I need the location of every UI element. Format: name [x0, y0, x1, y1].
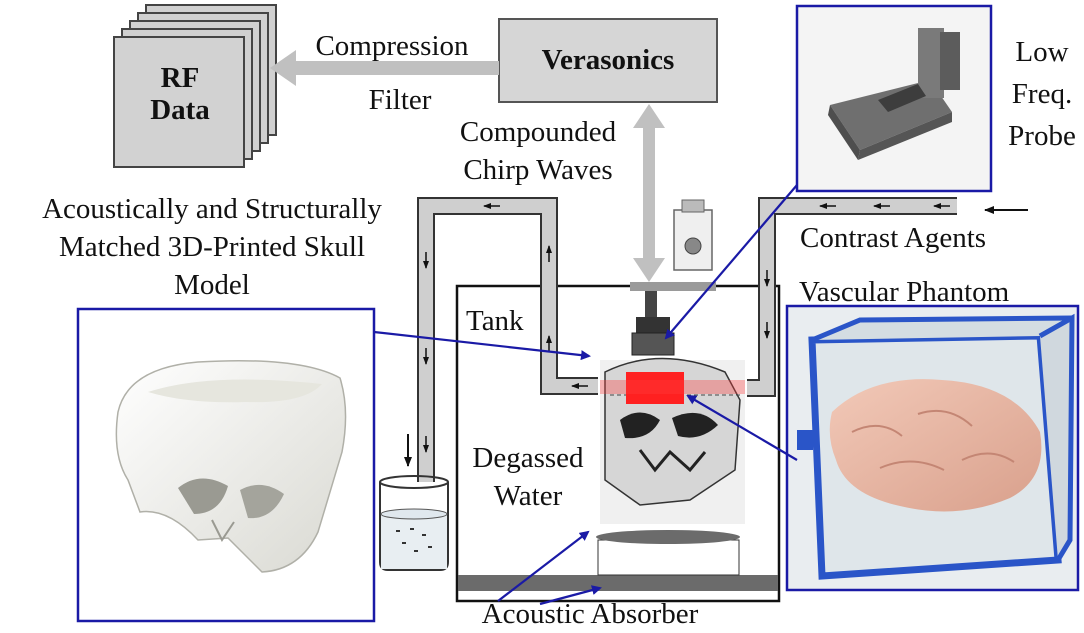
vascular-label: Vascular Phantom — [799, 276, 1010, 308]
skull-photo — [76, 307, 376, 623]
contrast-label: Contrast Agents — [800, 222, 987, 254]
probe-photo — [795, 4, 993, 193]
skull-line3: Model — [174, 269, 250, 301]
chirp-line2: Chirp Waves — [463, 154, 613, 186]
probe-line1: Low — [1015, 36, 1069, 68]
skull-label: Acoustically and Structurally Matched 3D… — [0, 193, 424, 307]
compression-arrow — [270, 50, 499, 86]
skull-line2: Matched 3D-Printed Skull — [58, 231, 366, 263]
tubing — [417, 197, 957, 490]
acoustic-absorber-bottom — [458, 575, 778, 591]
rf-data-label: RF Data — [140, 62, 220, 126]
water-line1: Degassed — [472, 442, 584, 474]
water-line2: Water — [493, 480, 563, 512]
rf-data-stack — [113, 4, 277, 168]
pointer-arrows — [373, 184, 798, 606]
probe-label: Low Freq. Probe — [1000, 36, 1084, 162]
chirp-line1: Compounded — [459, 116, 617, 148]
probe-line2: Freq. — [1011, 78, 1073, 110]
water-label: Degassed Water — [458, 442, 598, 518]
tank-outline — [455, 284, 781, 603]
chirp-wave-arrow — [633, 104, 665, 282]
rf-data-line2: Data — [150, 94, 210, 126]
compression-line2: Filter — [368, 84, 432, 116]
flow-arrows — [423, 203, 950, 453]
tank-label: Tank — [466, 305, 524, 337]
vascular-phantom-photo — [785, 304, 1080, 592]
verasonics-label: Verasonics — [541, 44, 675, 76]
acoustic-absorber-disc — [596, 530, 740, 544]
vessel-channel-highlight — [600, 380, 745, 394]
probe-mount — [630, 199, 716, 356]
skull-line1: Acoustically and Structurally — [42, 193, 382, 225]
beaker — [379, 475, 449, 571]
absorber-pedestal — [597, 539, 740, 576]
verasonics-box — [498, 18, 718, 103]
rf-data-line1: RF — [160, 62, 200, 94]
probe-line3: Probe — [1008, 120, 1076, 152]
compression-line1: Compression — [315, 30, 469, 62]
imaging-region-highlight — [626, 372, 684, 404]
absorber-label: Acoustic Absorber — [481, 598, 699, 630]
